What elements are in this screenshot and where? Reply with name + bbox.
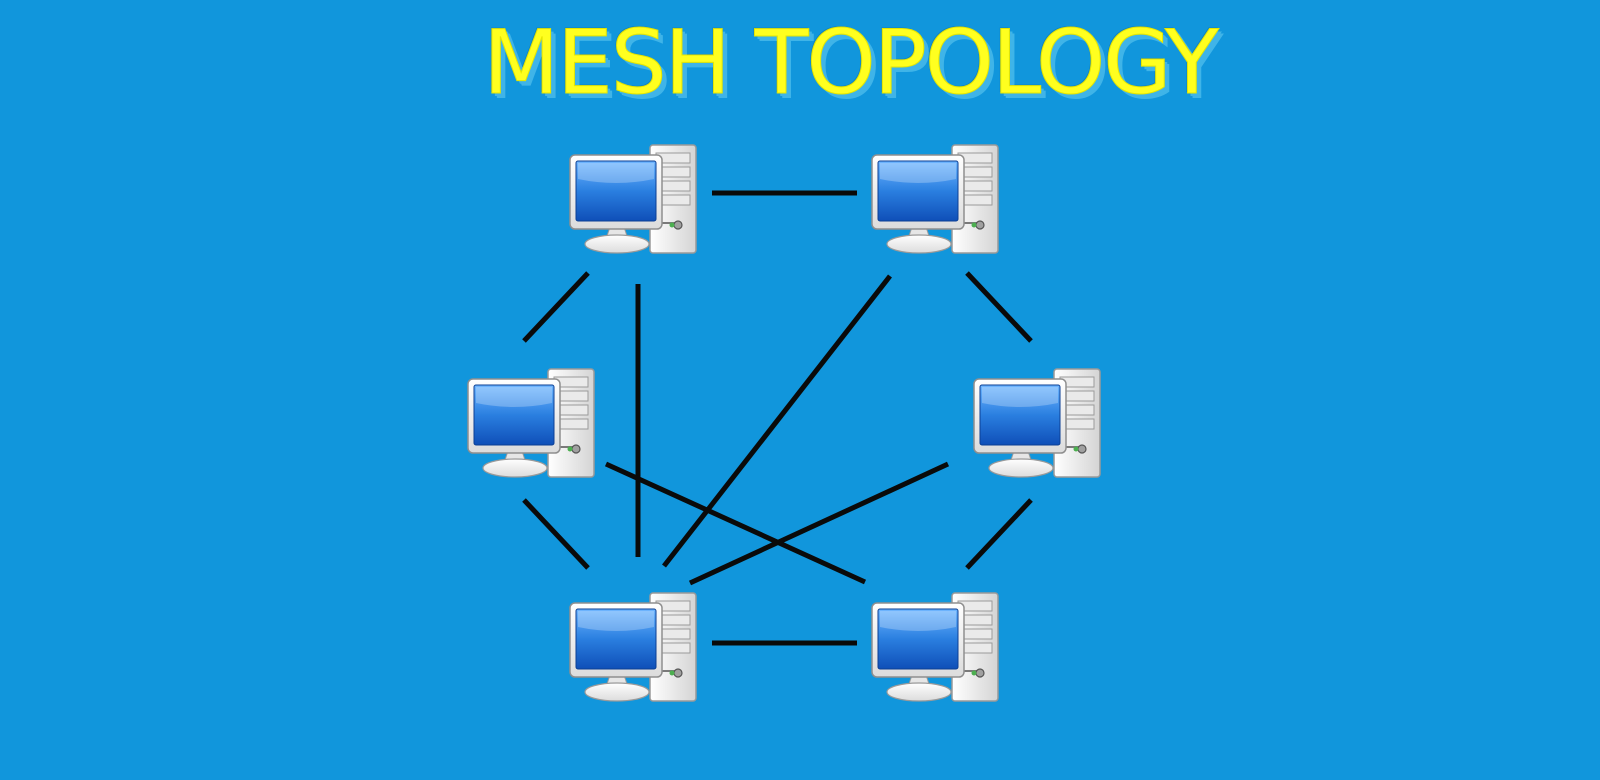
link-top-left-to-middle-left — [522, 271, 590, 343]
link-middle-right-to-bottom-right — [965, 498, 1033, 570]
computer-icon — [467, 368, 595, 478]
node-bottom-left-computer-icon — [569, 592, 697, 702]
node-top-right-computer-icon — [871, 144, 999, 254]
link-top-right-to-bottom-left — [662, 274, 892, 568]
node-top-left-computer-icon — [569, 144, 697, 254]
links-layer — [522, 190, 1033, 646]
node-middle-right-computer-icon — [973, 368, 1101, 478]
computer-icon — [973, 368, 1101, 478]
link-top-right-to-middle-right — [965, 271, 1033, 343]
computer-icon — [569, 144, 697, 254]
computer-icon — [569, 592, 697, 702]
link-middle-left-to-bottom-right — [604, 461, 867, 585]
computer-icon — [871, 144, 999, 254]
computer-icon — [871, 592, 999, 702]
node-middle-left-computer-icon — [467, 368, 595, 478]
link-middle-right-to-bottom-left — [688, 461, 950, 586]
node-bottom-right-computer-icon — [871, 592, 999, 702]
diagram-title: MESH TOPOLOGY — [483, 11, 1220, 115]
nodes-layer — [467, 144, 1101, 702]
link-middle-left-to-bottom-left — [522, 498, 590, 570]
